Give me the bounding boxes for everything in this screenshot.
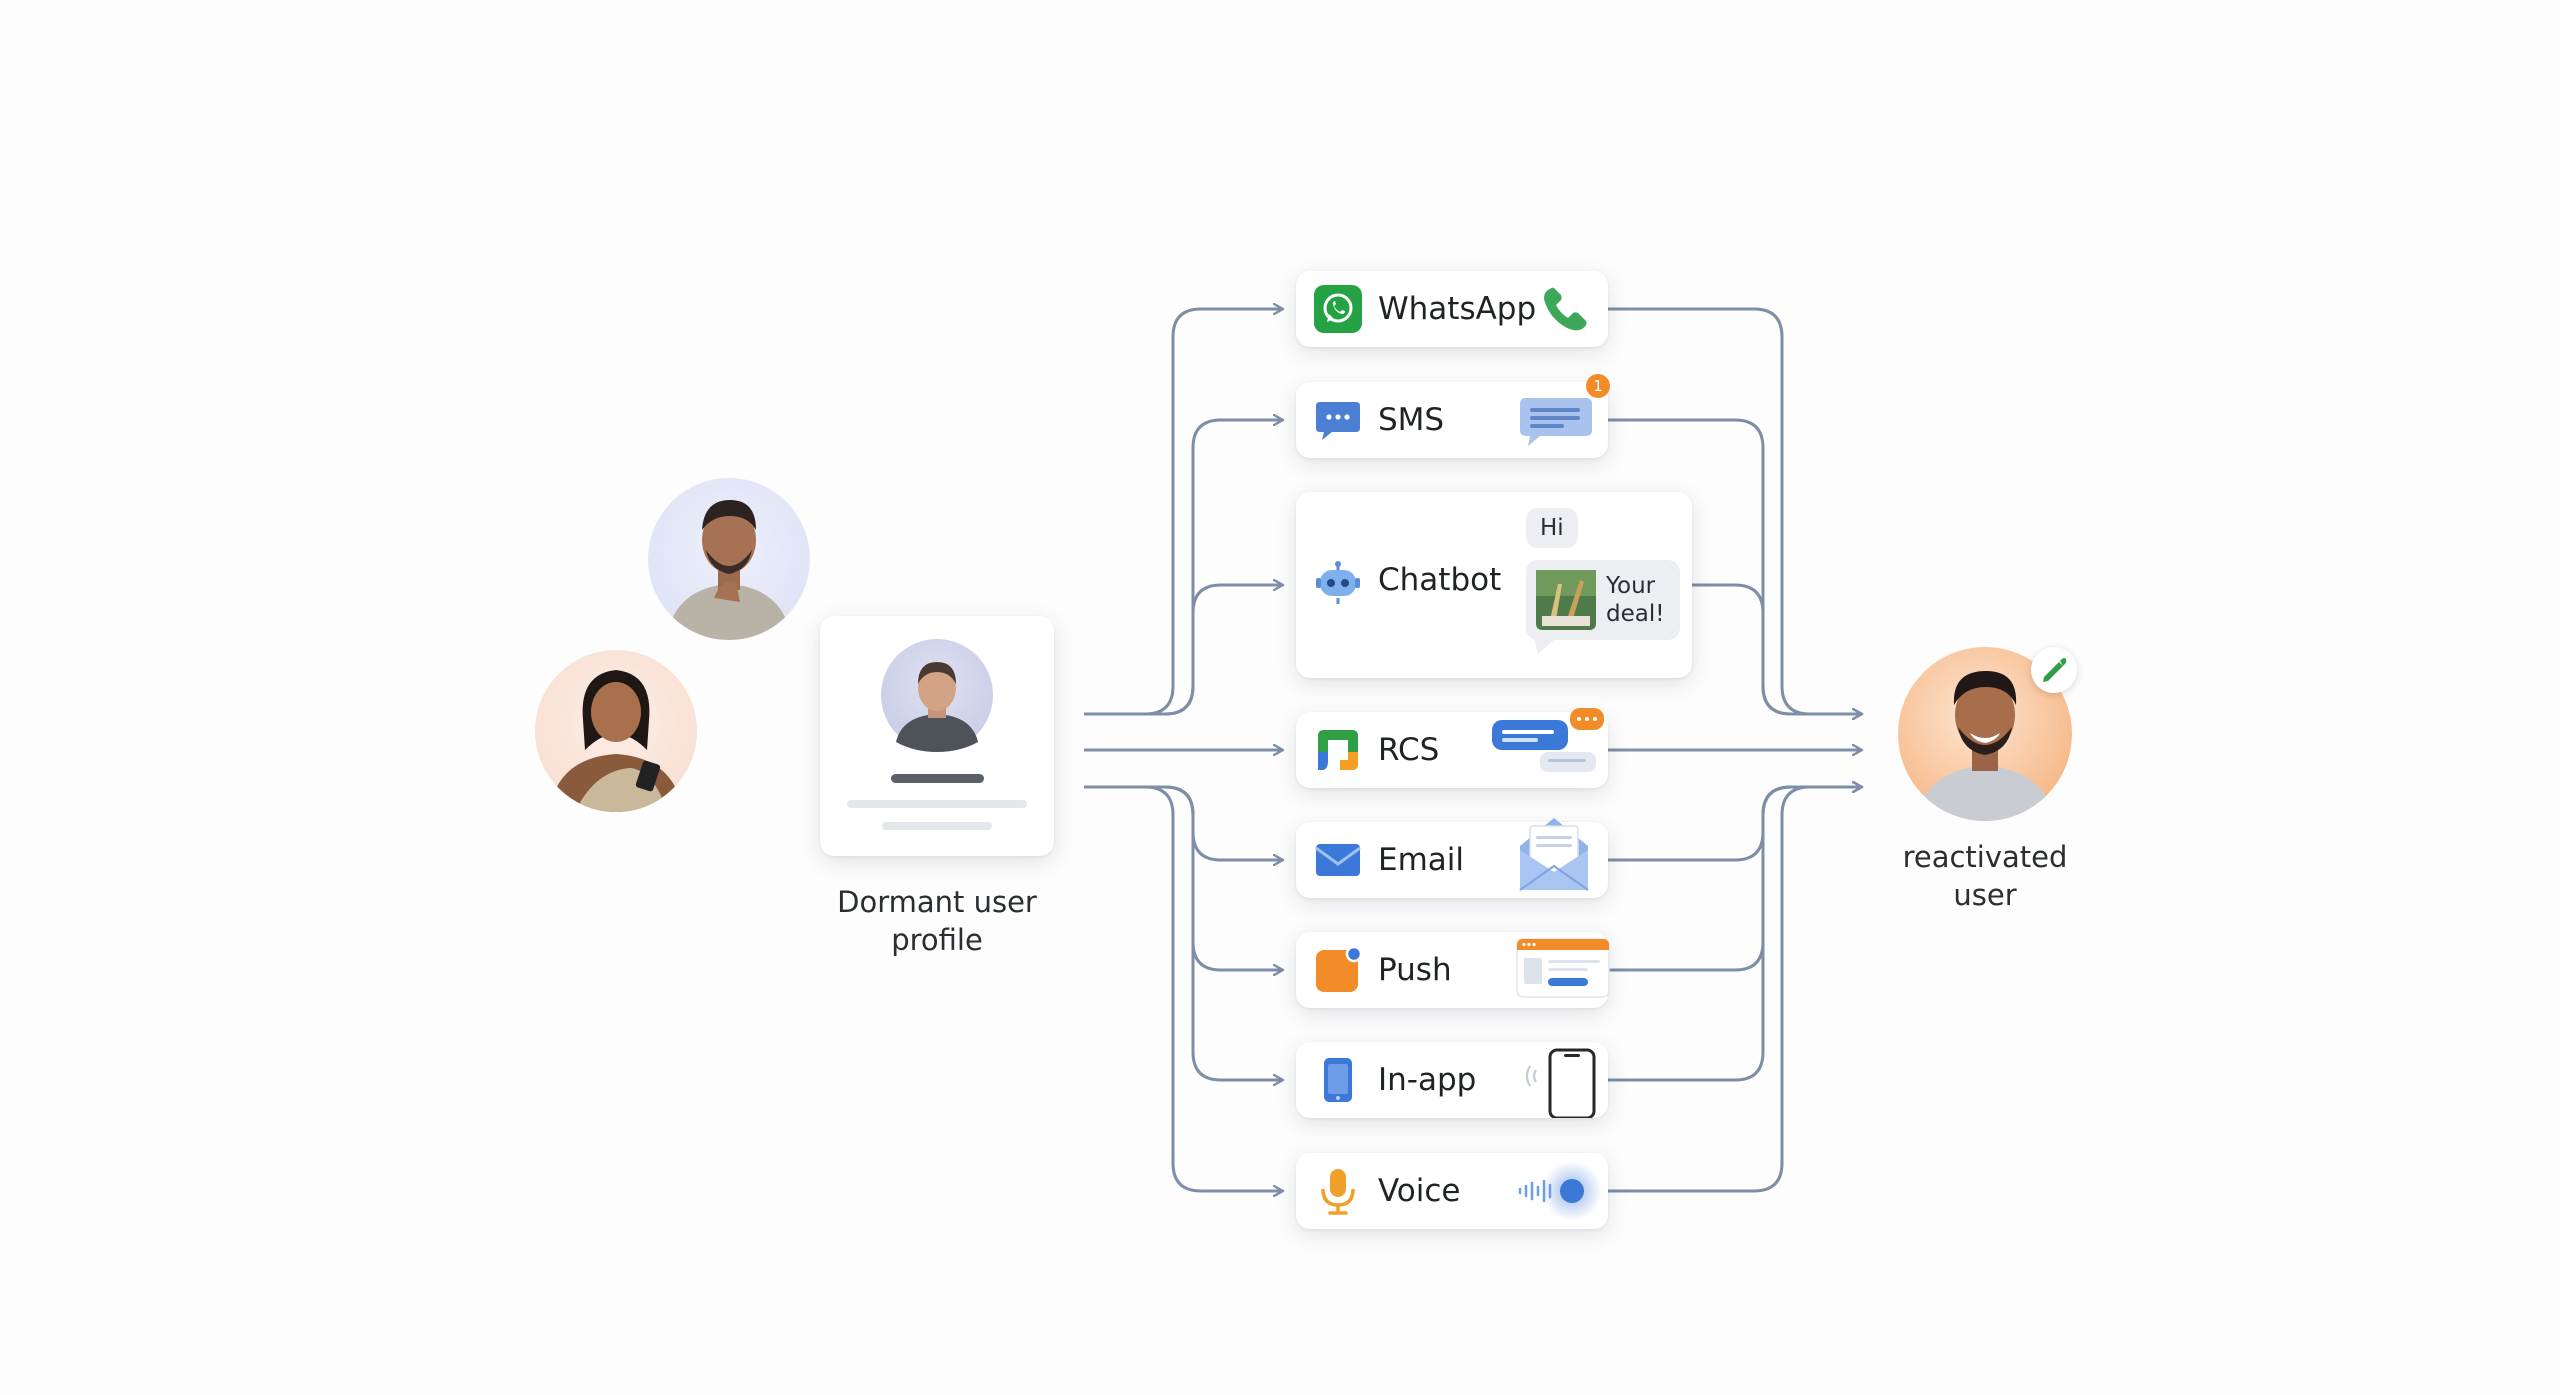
pencil-icon bbox=[2043, 658, 2067, 682]
edge-profile-email bbox=[1084, 785, 1283, 860]
chat-bubble-hi: Hi bbox=[1526, 508, 1578, 548]
channel-label: WhatsApp bbox=[1378, 291, 1537, 327]
channel-whatsapp: WhatsApp bbox=[1296, 271, 1608, 347]
channel-label: Push bbox=[1378, 952, 1452, 988]
edge-chatbot-user bbox=[1692, 583, 1862, 714]
open-envelope-icon bbox=[1519, 818, 1589, 891]
reactivated-badge bbox=[2031, 647, 2077, 693]
profile-detail-line bbox=[882, 822, 992, 830]
channel-label: Voice bbox=[1378, 1173, 1461, 1209]
avatar-placeholder-icon bbox=[881, 639, 993, 752]
edge-profile-voice bbox=[1084, 785, 1283, 1191]
sms-icon bbox=[1316, 402, 1360, 440]
product-image-icon bbox=[1536, 570, 1596, 630]
rich-message-icon bbox=[1492, 708, 1604, 772]
rcs-icon bbox=[1318, 730, 1358, 770]
edge-inapp-user bbox=[1608, 787, 1862, 1082]
channel-label: Email bbox=[1378, 842, 1465, 878]
push-icon bbox=[1316, 946, 1362, 992]
smartphone-vibrate-icon bbox=[1525, 1048, 1596, 1118]
edge-profile-whatsapp bbox=[1084, 309, 1283, 716]
bubble-tail bbox=[1534, 638, 1556, 654]
microphone-icon bbox=[1321, 1169, 1355, 1215]
profile-detail-line bbox=[847, 800, 1027, 808]
channel-in-app: In-app bbox=[1296, 1042, 1608, 1118]
channel-chatbot: Chatbot Hi Your deal! bbox=[1296, 492, 1692, 678]
edge-profile-inapp bbox=[1084, 785, 1283, 1080]
channel-email: Email bbox=[1296, 818, 1608, 898]
channel-label: SMS bbox=[1378, 402, 1445, 438]
channel-sms: SMS 1 bbox=[1296, 374, 1610, 458]
edge-profile-chatbot bbox=[1084, 585, 1283, 716]
edge-profile-push bbox=[1084, 785, 1283, 970]
phone-handset-icon bbox=[1544, 287, 1587, 331]
dormant-person-woman bbox=[535, 650, 697, 812]
reactivated-user-caption: reactivated user bbox=[1902, 840, 2068, 912]
channel-label: In-app bbox=[1378, 1062, 1477, 1098]
profile-name-line bbox=[891, 774, 984, 783]
channel-voice: Voice bbox=[1296, 1153, 1608, 1229]
phone-icon bbox=[1324, 1058, 1352, 1102]
edge-email-user bbox=[1608, 787, 1862, 862]
deal-text: Your deal! bbox=[1606, 573, 1665, 627]
edge-profile-sms bbox=[1084, 420, 1283, 716]
channel-label: Chatbot bbox=[1378, 562, 1502, 598]
message-bubble-icon bbox=[1520, 398, 1592, 446]
dormant-profile-caption: Dormant user profile bbox=[837, 885, 1037, 957]
channel-push: Push bbox=[1296, 932, 1610, 1008]
robot-icon bbox=[1316, 561, 1360, 604]
envelope-icon bbox=[1315, 844, 1361, 876]
sound-wave-icon bbox=[1518, 1161, 1602, 1221]
dormant-person-man bbox=[648, 478, 810, 640]
notification-badge: 1 bbox=[1586, 374, 1610, 398]
channel-rcs: RCS bbox=[1296, 708, 1608, 788]
channel-label: RCS bbox=[1378, 732, 1440, 768]
chat-bubble-deal: Your deal! bbox=[1526, 560, 1680, 654]
edge-voice-user bbox=[1608, 787, 1862, 1193]
edge-push-user bbox=[1608, 787, 1862, 972]
edge-whatsapp-user bbox=[1608, 307, 1862, 714]
dormant-profile-card bbox=[820, 616, 1054, 856]
whatsapp-icon bbox=[1314, 285, 1362, 333]
notification-window-icon bbox=[1516, 938, 1610, 998]
